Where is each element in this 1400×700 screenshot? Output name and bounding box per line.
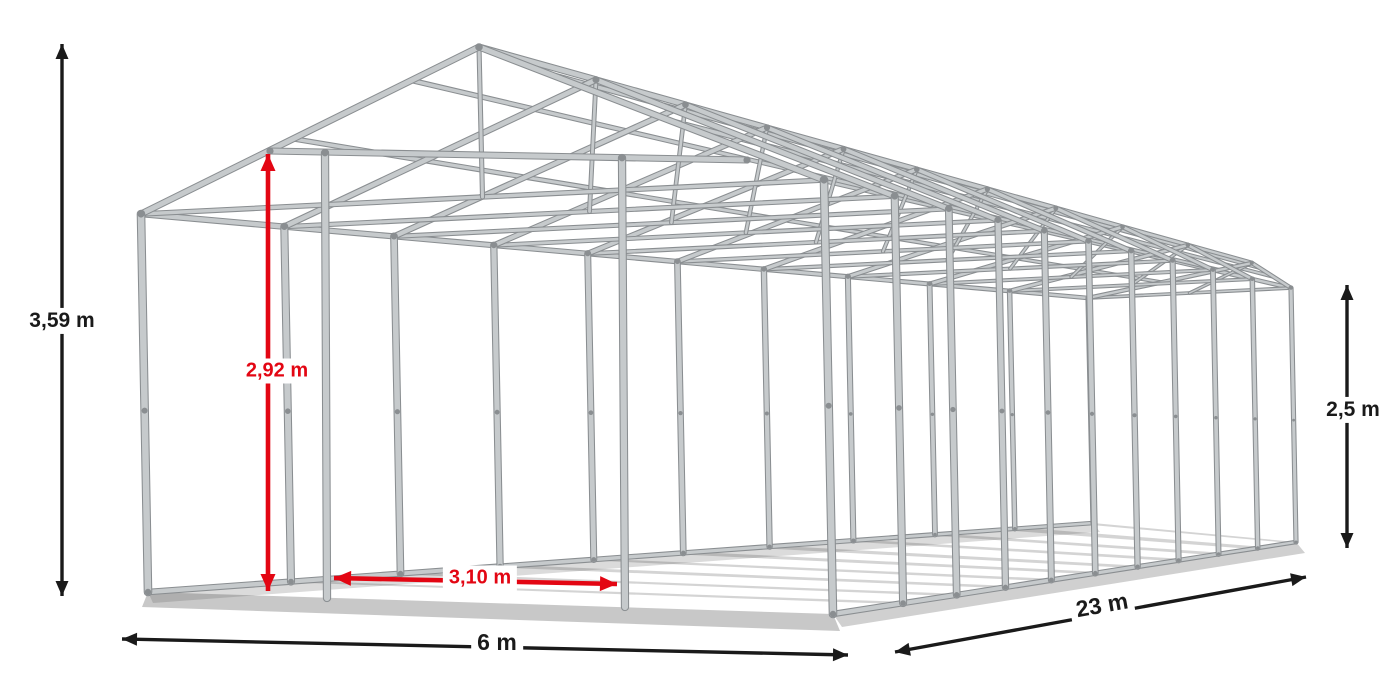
dim-label-side-height: 2,5 m [1320,396,1386,424]
frame-structure [136,43,1299,619]
dim-label-inner-height: 2,92 m [239,358,315,384]
dim-label-total-height: 3,59 m [23,307,101,335]
dim-label-width: 6 m [471,627,523,657]
dim-label-inner-width: 3,10 m [442,565,518,591]
